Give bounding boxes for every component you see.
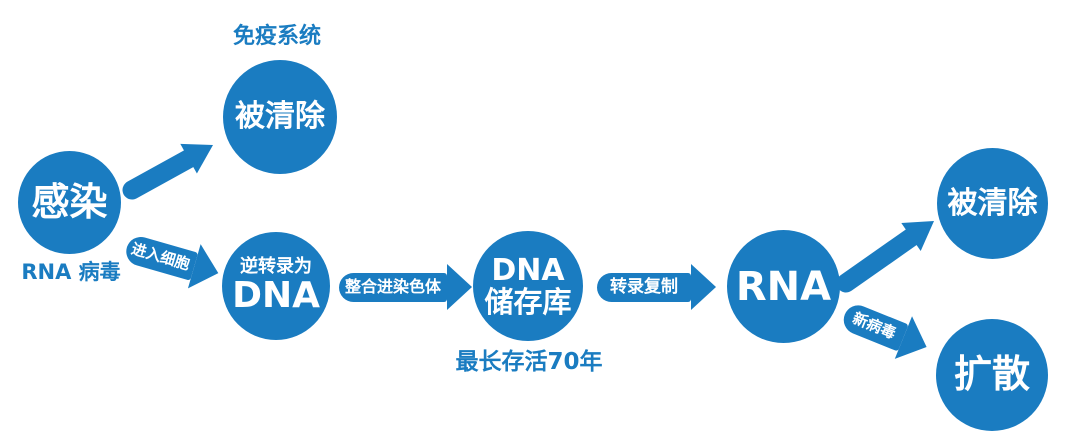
arrow-rna-to-cleared <box>836 221 934 293</box>
node-infection-label: 感染 <box>31 179 108 224</box>
node-spread: 扩散 <box>936 319 1048 431</box>
caption-immune-system: 免疫系统 <box>232 24 321 49</box>
node-reverse-transcription: 逆转录为 DNA <box>222 232 330 340</box>
arrow-transcription-replication-head-icon <box>691 264 716 310</box>
node-reverse-transcription-line1: 逆转录为 <box>240 255 312 277</box>
node-infection: 感染 <box>18 151 121 254</box>
node-dna-reservoir: DNA 储存库 <box>473 231 583 341</box>
arrow-integrate-chromosome-head-icon <box>447 264 473 310</box>
arrow-integrate-chromosome: 整合进染色体 <box>339 264 473 310</box>
node-rna: RNA <box>727 230 840 343</box>
arrow-transcription-replication: 转录复制 <box>597 264 716 310</box>
node-reverse-transcription-line2: DNA <box>232 274 320 316</box>
node-dna-reservoir-line2: 储存库 <box>484 284 572 319</box>
arrow-enter-cell-label: 进入细胞 <box>123 233 199 281</box>
node-dna-reservoir-line1: DNA <box>491 253 565 289</box>
arrow-infection-to-cleared <box>122 143 213 200</box>
arrow-integrate-chromosome-label: 整合进染色体 <box>339 272 448 302</box>
node-spread-label: 扩散 <box>953 352 1030 397</box>
caption-rna-virus: RNA 病毒 <box>21 260 121 284</box>
node-cleared-right: 被清除 <box>937 148 1048 259</box>
node-cleared-by-immune: 被清除 <box>223 60 337 174</box>
arrow-transcription-replication-label: 转录复制 <box>597 272 691 302</box>
node-cleared-right-label: 被清除 <box>947 185 1038 221</box>
node-cleared-by-immune-label: 被清除 <box>235 99 325 135</box>
node-rna-label: RNA <box>735 263 832 310</box>
caption-max-survival: 最长存活70年 <box>455 349 603 375</box>
